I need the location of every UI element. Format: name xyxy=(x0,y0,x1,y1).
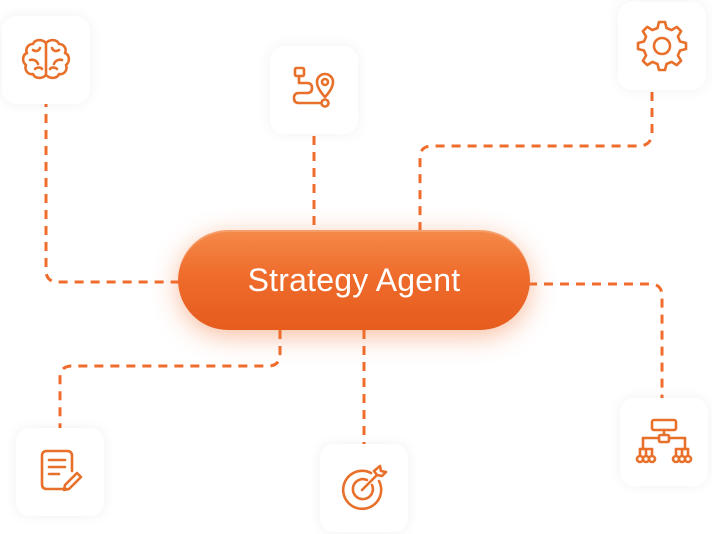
target-arrow-icon xyxy=(341,464,388,511)
node-target xyxy=(320,444,408,532)
connector-document xyxy=(58,330,282,428)
hierarchy-icon xyxy=(635,418,693,464)
strategy-agent-node: Strategy Agent xyxy=(178,230,530,330)
connector-hierarchy xyxy=(528,282,664,406)
node-route xyxy=(270,46,358,134)
document-edit-icon xyxy=(40,449,83,492)
connector-gear xyxy=(418,92,654,232)
node-document xyxy=(16,428,104,516)
brain-icon xyxy=(21,38,71,80)
strategy-agent-label: Strategy Agent xyxy=(247,261,461,298)
connector-brain xyxy=(44,98,180,284)
node-brain xyxy=(2,16,90,104)
gear-icon xyxy=(636,20,688,72)
node-hierarchy xyxy=(620,398,708,486)
route-map-pin-icon xyxy=(292,66,335,108)
node-gear xyxy=(618,2,706,90)
